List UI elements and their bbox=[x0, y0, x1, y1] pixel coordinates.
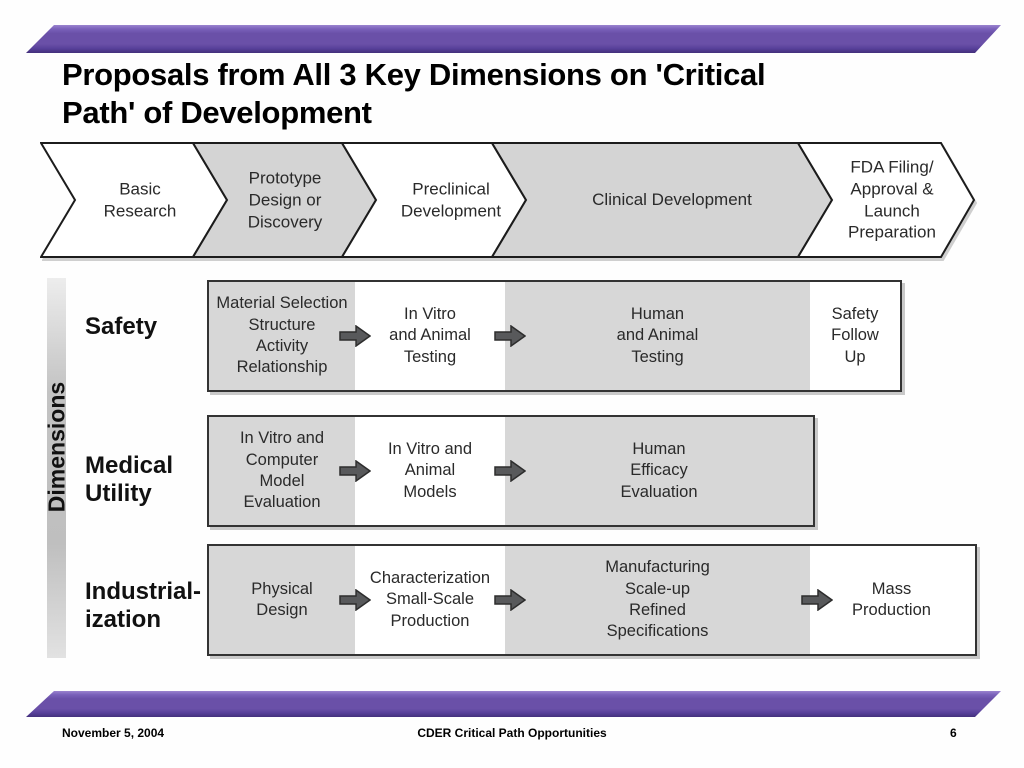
phase-label-preclinical-development: Preclinical Development bbox=[400, 179, 502, 220]
phase-label-basic-research: Basic Research bbox=[103, 179, 177, 220]
arrow-icon bbox=[339, 325, 371, 347]
row-safety: Material Selection Structure Activity Re… bbox=[207, 280, 902, 392]
cell-human-animal-testing: Human and Animal Testing bbox=[505, 282, 810, 390]
arrow-icon bbox=[339, 589, 371, 611]
cell-safety-follow-up: Safety Follow Up bbox=[810, 282, 900, 390]
bottom-accent-bar bbox=[26, 691, 1001, 717]
cell-human-efficacy-evaluation: Human Efficacy Evaluation bbox=[505, 417, 813, 525]
cell-physical-design: Physical Design bbox=[209, 546, 355, 654]
row-label-medical-utility: Medical Utility bbox=[85, 452, 174, 507]
arrow-icon bbox=[801, 589, 833, 611]
dimensions-axis-bar bbox=[47, 278, 66, 658]
phase-chevron-band: Basic Research Prototype Design or Disco… bbox=[40, 142, 975, 258]
cell-invitro-animal-models: In Vitro and Animal Models bbox=[355, 417, 505, 525]
row-industrialization: Physical Design Characterization Small-S… bbox=[207, 544, 977, 656]
phase-chevron-shapes bbox=[40, 142, 975, 258]
cell-invitro-computer-model: In Vitro and Computer Model Evaluation bbox=[209, 417, 355, 525]
top-accent-bar bbox=[26, 25, 1001, 53]
footer-page-number: 6 bbox=[950, 726, 957, 740]
phase-label-clinical-development: Clinical Development bbox=[592, 190, 752, 210]
cell-material-selection: Material Selection Structure Activity Re… bbox=[209, 282, 355, 390]
phase-label-fda-filing: FDA Filing/ Approval & Launch Preparatio… bbox=[848, 157, 936, 242]
phase-label-prototype-design: Prototype Design or Discovery bbox=[247, 168, 323, 231]
arrow-icon bbox=[494, 589, 526, 611]
cell-mass-production: Mass Production bbox=[810, 546, 973, 654]
footer-date: November 5, 2004 bbox=[62, 726, 165, 740]
arrow-icon bbox=[339, 460, 371, 482]
row-label-industrialization: Industrial- ization bbox=[85, 578, 202, 633]
phase-shape-fda-filing bbox=[796, 142, 975, 258]
footer-slide-name: CDER Critical Path Opportunities bbox=[417, 726, 607, 740]
arrow-icon bbox=[494, 460, 526, 482]
row-label-safety: Safety bbox=[85, 313, 158, 340]
cell-characterization-small-scale: Characterization Small-Scale Production bbox=[355, 546, 505, 654]
dimensions-axis-label: Dimensions bbox=[43, 381, 70, 513]
cell-invitro-animal-testing: In Vitro and Animal Testing bbox=[355, 282, 505, 390]
cell-manufacturing-scale-up: Manufacturing Scale-up Refined Specifica… bbox=[505, 546, 810, 654]
arrow-icon bbox=[494, 325, 526, 347]
slide-title: Proposals from All 3 Key Dimensions on '… bbox=[62, 57, 766, 130]
